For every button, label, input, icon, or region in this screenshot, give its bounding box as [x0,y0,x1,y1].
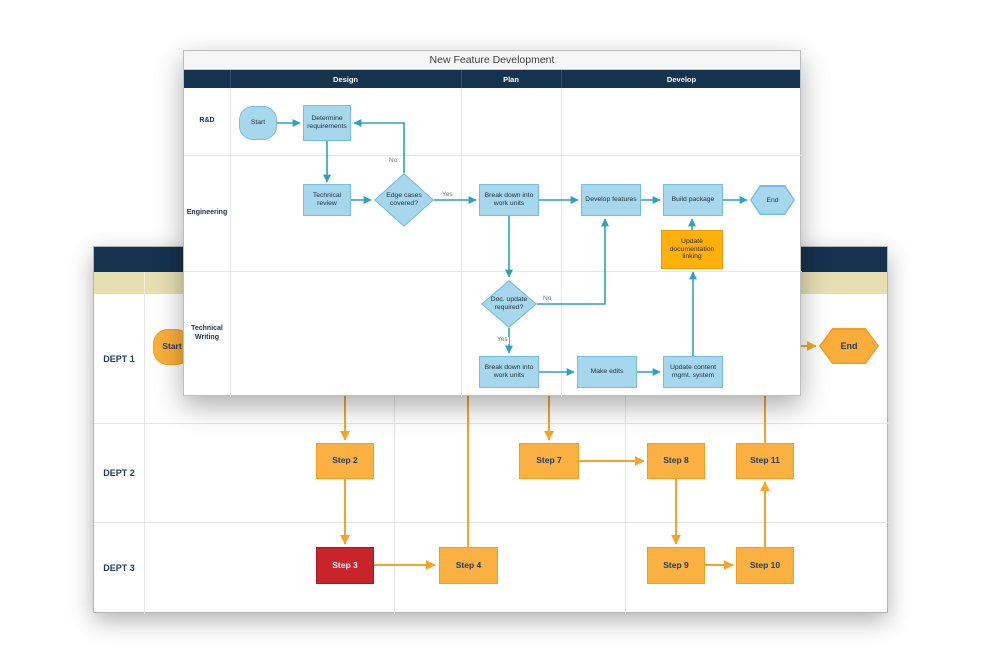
node-breakdown-work-units-tw[interactable]: Break down into work units [479,356,539,388]
phase-design: Design [332,74,358,84]
grid-line [461,88,462,397]
node-step9[interactable]: Step 9 [647,547,705,584]
lane-label-rnd: R&D [199,117,215,125]
node-start[interactable]: Start [239,106,277,140]
phase-band-separator [144,272,145,294]
grid-line [561,88,562,397]
phase-header-band [184,70,800,88]
feature-connectors [277,119,748,376]
grid-line [144,294,145,614]
node-develop-features[interactable]: Develop features [581,184,641,216]
grid-line [94,522,889,523]
node-build-package[interactable]: Build package [663,184,723,216]
new-feature-development-flowchart: New Feature Development Design Plan Deve… [183,50,802,397]
grid-line [94,423,889,424]
edge-label-no: No [388,157,399,165]
lane-label-dept1: DEPT 1 [103,353,135,364]
node-step11[interactable]: Step 11 [736,443,794,479]
phase-develop: Develop [666,74,697,84]
connector-edgecases-no-determine [353,119,405,173]
node-step7[interactable]: Step 7 [519,443,579,479]
grid-line [230,88,231,397]
phase-separator [461,70,462,88]
lane-label-technical-writing: Technical Writing [191,325,223,341]
node-step10[interactable]: Step 10 [736,547,794,584]
grid-line [184,271,802,272]
node-technical-review[interactable]: Technical review [303,184,351,216]
phase-plan: Plan [503,74,519,84]
node-step8[interactable]: Step 8 [647,443,705,479]
chart-title: New Feature Development [184,51,800,70]
node-update-documentation-linking[interactable]: Update documentation linking [661,230,723,269]
node-step2[interactable]: Step 2 [316,443,374,479]
lane-label-dept3: DEPT 3 [103,563,135,573]
lane-label-engineering: Engineering [186,208,228,216]
grid-line [394,294,395,614]
node-determine-requirements[interactable]: Determine requirements [303,105,351,141]
node-end[interactable]: End [819,328,879,364]
lane-label-dept2: DEPT 2 [103,467,135,478]
node-make-edits[interactable]: Make edits [577,356,637,388]
grid-line [184,155,802,156]
node-step3[interactable]: Step 3 [316,547,374,584]
connector-docupdate-no-developfeatures [537,218,609,305]
edge-label-no: No [542,295,553,303]
edge-label-yes: Yes [496,336,509,344]
node-end[interactable]: End [750,185,795,215]
edge-label-yes: Yes [441,191,454,199]
node-update-content-mgmt-system[interactable]: Update content mgmt. system [663,356,723,388]
grid-line [625,294,626,614]
phase-separator [230,70,231,88]
phase-separator [561,70,562,88]
node-breakdown-work-units-eng[interactable]: Break down into work units [479,184,539,216]
node-step4[interactable]: Step 4 [439,547,498,584]
